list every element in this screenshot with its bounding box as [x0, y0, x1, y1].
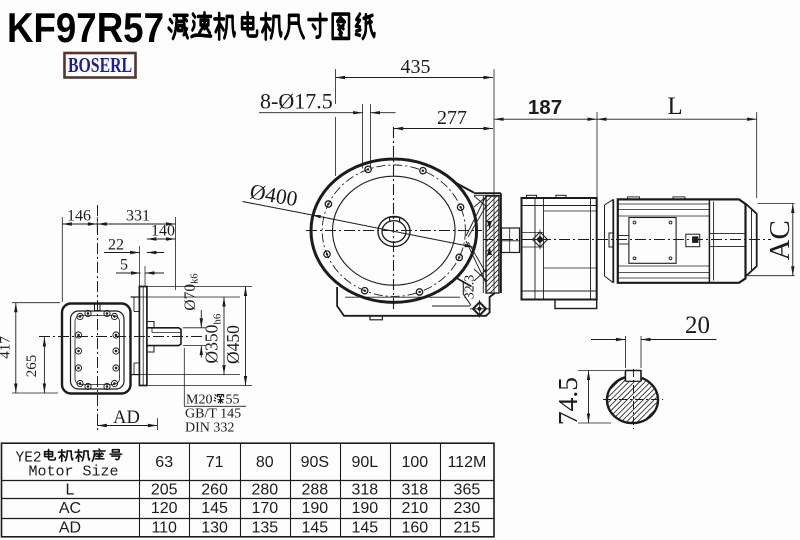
svg-text:190: 190 [301, 500, 328, 517]
svg-text:GB/T 145: GB/T 145 [185, 407, 241, 422]
svg-text:32.3: 32.3 [463, 275, 478, 300]
svg-text:205: 205 [151, 481, 178, 498]
svg-text:130: 130 [201, 519, 228, 536]
svg-text:74.5: 74.5 [552, 377, 583, 425]
svg-text:L: L [667, 93, 682, 120]
svg-text:215: 215 [454, 519, 481, 536]
svg-text:417: 417 [0, 336, 14, 359]
svg-text:M20: M20 [186, 393, 212, 408]
svg-text:BOSERL: BOSERL [68, 53, 132, 77]
svg-text:331: 331 [126, 208, 150, 225]
svg-text:AC: AC [59, 500, 81, 517]
svg-text:AC: AC [764, 220, 796, 260]
svg-text:DIN 332: DIN 332 [185, 421, 234, 436]
svg-text:260: 260 [201, 481, 228, 498]
svg-text:Motor Size: Motor Size [29, 464, 119, 481]
svg-text:365: 365 [454, 481, 481, 498]
svg-text:Ø450: Ø450 [223, 325, 243, 364]
svg-text:265: 265 [24, 355, 40, 378]
svg-text:135: 135 [251, 519, 278, 536]
svg-text:AD: AD [59, 519, 81, 536]
svg-text:280: 280 [251, 481, 278, 498]
svg-text:146: 146 [67, 208, 91, 225]
svg-text:288: 288 [301, 481, 328, 498]
svg-text:112M: 112M [447, 454, 486, 471]
svg-text:90L: 90L [351, 454, 378, 471]
svg-text:318: 318 [351, 481, 378, 498]
svg-text:110: 110 [151, 519, 177, 536]
svg-text:120: 120 [151, 500, 178, 517]
svg-text:145: 145 [301, 519, 328, 536]
svg-text:145: 145 [201, 500, 228, 517]
svg-text:170: 170 [251, 500, 278, 517]
svg-text:187: 187 [528, 96, 562, 119]
svg-text:145: 145 [351, 519, 378, 536]
svg-text:63: 63 [155, 454, 173, 471]
svg-text:90S: 90S [301, 454, 329, 471]
svg-text:100: 100 [401, 454, 428, 471]
svg-text:8-Ø17.5: 8-Ø17.5 [260, 89, 333, 114]
svg-text:277: 277 [437, 107, 467, 129]
svg-text:Ø350h6: Ø350h6 [202, 313, 224, 363]
svg-text:YE2: YE2 [16, 451, 42, 467]
svg-text:435: 435 [401, 56, 431, 78]
svg-text:KF97R57: KF97R57 [7, 4, 164, 51]
svg-text:80: 80 [256, 454, 274, 471]
svg-text:55: 55 [226, 393, 240, 408]
svg-text:210: 210 [401, 500, 428, 517]
svg-text:22: 22 [108, 237, 124, 254]
svg-text:230: 230 [454, 500, 481, 517]
svg-text:140: 140 [151, 223, 175, 240]
svg-text:5: 5 [120, 257, 128, 274]
svg-text:190: 190 [351, 500, 378, 517]
svg-text:71: 71 [206, 454, 224, 471]
svg-text:160: 160 [401, 519, 428, 536]
svg-text:AD: AD [113, 408, 140, 428]
svg-text:L: L [66, 481, 75, 498]
svg-text:20: 20 [685, 312, 710, 339]
svg-text:318: 318 [401, 481, 428, 498]
